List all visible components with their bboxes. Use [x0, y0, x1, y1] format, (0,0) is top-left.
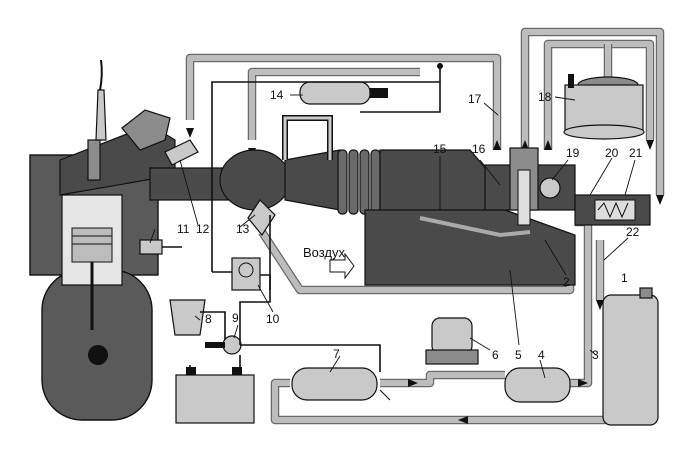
label-6: 6: [492, 348, 499, 362]
label-10: 10: [266, 312, 280, 326]
label-13: 13: [236, 222, 250, 236]
ignition-coil: [169, 299, 206, 336]
label-12: 12: [196, 222, 210, 236]
label-14: 14: [270, 88, 284, 102]
callout-labels: 1 2 3 4 5 6 7 8 9 10 11 12 13 14 15 16 1…: [177, 88, 643, 362]
relay: [231, 257, 261, 291]
label-18: 18: [538, 90, 552, 104]
thermo-time-switch: [139, 239, 182, 255]
label-15: 15: [433, 142, 447, 156]
injector: [164, 139, 199, 166]
label-11: 11: [177, 222, 190, 236]
label-5: 5: [515, 348, 522, 362]
battery: [175, 367, 255, 424]
label-8: 8: [205, 312, 212, 326]
label-1: 1: [621, 271, 628, 285]
fuel-accumulator: [563, 74, 645, 140]
pressure-accumulator: [425, 317, 479, 365]
ignition-switch: [205, 335, 242, 355]
fuel-filter: [504, 367, 571, 403]
label-16: 16: [472, 142, 486, 156]
leader-lines: [149, 94, 636, 379]
label-2: 2: [563, 275, 570, 289]
fuel-distributor: [484, 147, 651, 226]
label-19: 19: [566, 146, 580, 160]
label-21: 21: [629, 146, 643, 160]
air-label: Воздух: [303, 245, 346, 260]
label-22: 22: [626, 225, 640, 239]
label-7: 7: [333, 347, 340, 361]
warm-up-regulator: [282, 81, 388, 160]
cold-start-injector: [247, 199, 276, 237]
label-3: 3: [592, 348, 599, 362]
engine-block: [29, 59, 176, 421]
fuel-pump: [291, 367, 391, 401]
fuel-tank: [602, 287, 659, 426]
label-17: 17: [468, 92, 482, 106]
label-9: 9: [232, 311, 239, 325]
label-20: 20: [605, 146, 619, 160]
electrical-wires: [189, 63, 443, 375]
label-4: 4: [538, 348, 545, 362]
